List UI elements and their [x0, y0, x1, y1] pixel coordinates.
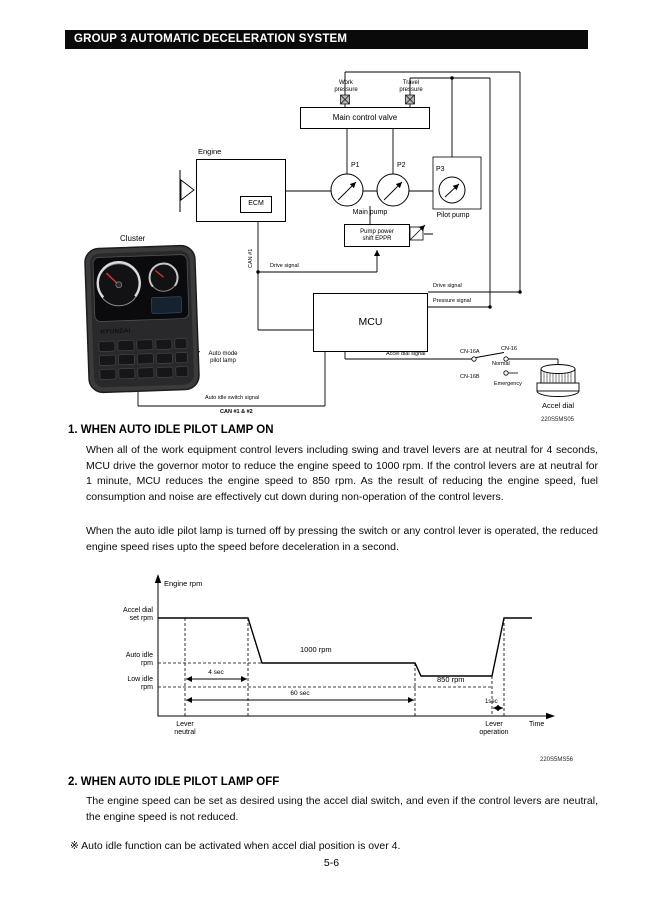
instrument-cluster: HYUNDAI	[83, 244, 200, 394]
p2-label: P2	[397, 162, 406, 169]
chart-lever-operation-label: Lever operation	[479, 721, 509, 737]
accel-dial-signal-label: Accel dial signal	[386, 351, 426, 357]
work-pressure-port-icon	[340, 94, 350, 105]
chart-ylabel: Engine rpm	[164, 579, 203, 588]
accel-dial-label: Accel dial	[541, 401, 575, 410]
main-pump-label: Main pump	[352, 209, 388, 216]
cn16-emergency-label: Emergency	[494, 381, 522, 387]
chart-lever-neutral-label: Lever neutral	[174, 721, 196, 737]
schematic-diagram-svg: CAN #1	[137, 71, 580, 407]
section1-para2: When the auto idle pilot lamp is turned …	[86, 525, 598, 553]
chart-axes	[157, 578, 550, 717]
chart-60sec-label: 60 sec	[290, 690, 310, 697]
chart-dashed-verticals	[184, 618, 505, 716]
pressure-signal-label: Pressure signal	[433, 298, 471, 304]
mcu-box: MCU	[313, 293, 428, 352]
auto-idle-switch-signal-label: Auto idle switch signal	[205, 395, 260, 401]
pilot-pump-label: Pilot pump	[436, 212, 470, 219]
page-number: 5-6	[323, 857, 340, 869]
auto-mode-pilot-lamp-label: Auto mode pilot lamp	[208, 351, 238, 365]
main-control-valve-box: Main control valve	[300, 107, 430, 129]
x-axis-arrow-icon	[546, 712, 555, 720]
travel-pressure-port-icon	[405, 94, 415, 105]
section2-heading: 2. WHEN AUTO IDLE PILOT LAMP OFF	[68, 776, 280, 788]
rpm-chart-svg	[154, 574, 555, 720]
eppr-label: Pump power shift EPPR	[360, 228, 394, 242]
cn16b-label: CN-16B	[460, 374, 480, 380]
accel-dial-icon	[536, 364, 580, 397]
eppr-valve-icon	[406, 224, 426, 244]
section1-heading: 1. WHEN AUTO IDLE PILOT LAMP ON	[68, 424, 274, 436]
group-header-title: GROUP 3 AUTOMATIC DECELERATION SYSTEM	[74, 33, 348, 45]
chart-dashed-horizontals	[158, 662, 492, 688]
chart-level-auto-idle: Auto idle rpm	[125, 652, 153, 668]
cluster-left-gauge-icon	[96, 261, 141, 307]
cn16a-label: CN-16A	[460, 349, 480, 355]
cn16-label: CN-16	[501, 346, 517, 352]
chart-4sec-label: 4 sec	[208, 669, 224, 676]
chart-level-set-rpm: Accel dial set rpm	[123, 607, 153, 623]
can12-label: CAN #1 & #2	[220, 409, 253, 415]
section1-para1: When all of the work equipment control l…	[86, 444, 598, 503]
p3-label: P3	[436, 166, 445, 173]
cluster-info-display	[151, 296, 183, 314]
ecm-box: ECM	[240, 196, 272, 213]
travel-pressure-label: Travel pressure	[399, 80, 423, 94]
mcu-label: MCU	[358, 316, 383, 329]
cluster-right-gauge-icon	[148, 262, 179, 292]
drive-signal-ecm-label: Drive signal	[270, 263, 299, 269]
pilot-pump-p3-symbol	[432, 156, 482, 210]
engine-fan-icon	[179, 170, 195, 212]
cluster-keypad	[98, 338, 189, 380]
drive-signal-label: Drive signal	[433, 283, 462, 289]
chart-ref-code: 220S5MS56	[540, 757, 574, 763]
cluster-label: Cluster	[120, 234, 146, 243]
eppr-box: Pump power shift EPPR	[344, 224, 410, 247]
main-pump-p2-symbol	[376, 173, 410, 207]
cluster-brand-label: HYUNDAI	[100, 328, 131, 335]
y-axis-arrow-icon	[154, 574, 162, 583]
note-text: ※ Auto idle function can be activated wh…	[70, 840, 401, 852]
chart-850rpm-label: 850 rpm	[437, 675, 465, 684]
main-pump-p1-symbol	[330, 173, 364, 207]
ecm-label: ECM	[248, 200, 264, 208]
group-header-bar: GROUP 3 AUTOMATIC DECELERATION SYSTEM	[65, 30, 588, 49]
work-pressure-label: Work pressure	[334, 80, 358, 94]
can1-label: CAN #1	[248, 249, 254, 268]
cn16-connector-icon	[471, 352, 518, 376]
engine-label: Engine	[198, 147, 222, 156]
chart-1000rpm-label: 1000 rpm	[300, 645, 332, 654]
chart-time-label: Time	[529, 721, 545, 728]
p1-label: P1	[351, 162, 360, 169]
diagram-ref-code: 220S5MS05	[541, 417, 575, 423]
cn16-normal-label: Normal	[492, 361, 510, 367]
section2-para: The engine speed can be set as desired u…	[86, 795, 598, 823]
chart-level-low-idle: Low idle rpm	[127, 676, 153, 692]
engine-rpm-curve	[158, 617, 532, 677]
chart-1sec-label: 1sec	[485, 699, 498, 705]
main-control-valve-label: Main control valve	[332, 113, 398, 123]
